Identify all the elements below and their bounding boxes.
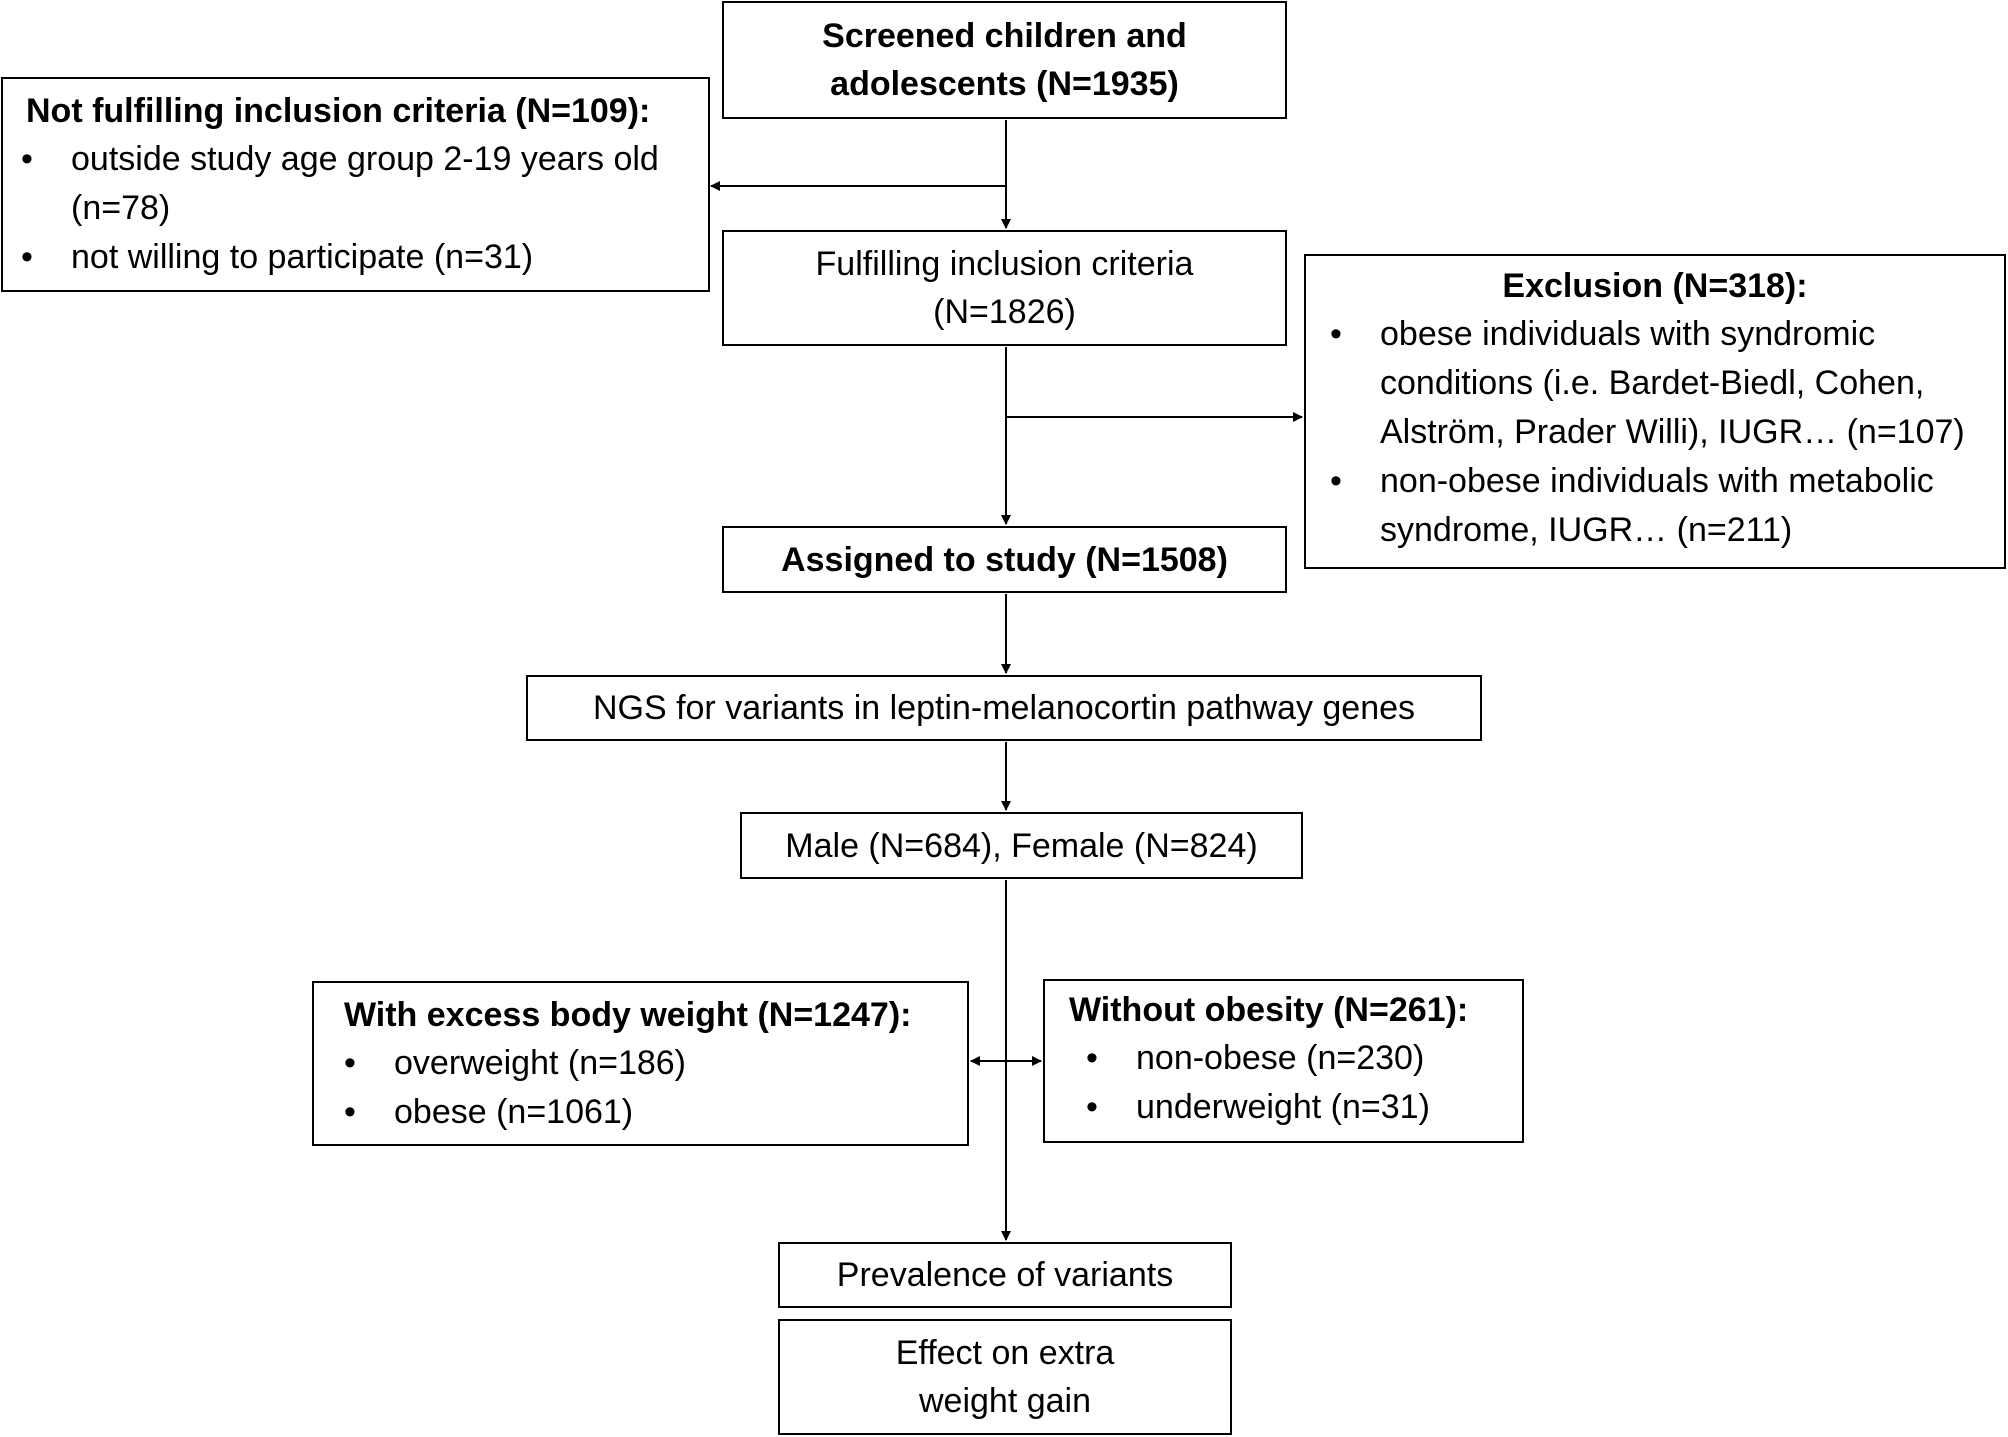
exclusion-title: Exclusion (N=318): [1502, 267, 1808, 305]
exclusion-item-obese: obese individuals with syndromic conditi… [1330, 310, 1996, 457]
exclusion-box: Exclusion (N=318): obese individuals wit… [1304, 254, 2006, 569]
excess-weight-title: With excess body weight (N=1247): [344, 996, 912, 1034]
sex-box: Male (N=684), Female (N=824) [740, 812, 1303, 879]
ngs-label: NGS for variants in leptin-melanocortin … [592, 689, 1416, 727]
ngs-box: NGS for variants in leptin-melanocortin … [526, 675, 1482, 741]
prevalence-label: Prevalence of variants [836, 1256, 1174, 1294]
screened-line-2: adolescents (N=1935) [830, 65, 1179, 103]
without-obesity-box: Without obesity (N=261): non-obese (n=23… [1043, 979, 1524, 1143]
without-item-underweight: underweight (n=31) [1086, 1083, 1512, 1132]
assigned-box: Assigned to study (N=1508) [722, 526, 1287, 593]
prevalence-box: Prevalence of variants [778, 1242, 1232, 1308]
fulfilling-box: Fulfilling inclusion criteria (N=1826) [722, 230, 1287, 346]
fulfilling-line-1: Fulfilling inclusion criteria [815, 245, 1194, 283]
not-fulfilling-item-unwilling: not willing to participate (n=31) [21, 233, 688, 282]
screened-line-1: Screened children and [822, 17, 1187, 55]
screened-box: Screened children and adolescents (N=193… [722, 1, 1287, 119]
not-fulfilling-list: outside study age group 2-19 years old (… [21, 135, 688, 282]
exclusion-list: obese individuals with syndromic conditi… [1314, 310, 1996, 555]
excess-weight-box: With excess body weight (N=1247): overwe… [312, 981, 969, 1146]
exclusion-item-non-obese: non-obese individuals with metabolic syn… [1330, 457, 1996, 555]
sex-label: Male (N=684), Female (N=824) [785, 826, 1258, 865]
not-fulfilling-box: Not fulfilling inclusion criteria (N=109… [1, 77, 710, 292]
effect-box: Effect on extra weight gain [778, 1319, 1232, 1435]
without-obesity-title: Without obesity (N=261): [1069, 991, 1469, 1029]
not-fulfilling-title: Not fulfilling inclusion criteria (N=109… [26, 92, 651, 130]
not-fulfilling-item-age: outside study age group 2-19 years old (… [21, 135, 688, 233]
without-obesity-list: non-obese (n=230) underweight (n=31) [1069, 1034, 1512, 1132]
fulfilling-line-2: (N=1826) [933, 293, 1076, 331]
effect-line-1: Effect on extra [895, 1334, 1115, 1372]
excess-weight-list: overweight (n=186) obese (n=1061) [344, 1039, 957, 1137]
effect-line-2: weight gain [918, 1382, 1091, 1420]
assigned-label: Assigned to study (N=1508) [781, 540, 1228, 579]
without-item-non-obese: non-obese (n=230) [1086, 1034, 1512, 1083]
excess-item-obese: obese (n=1061) [344, 1088, 957, 1137]
excess-item-overweight: overweight (n=186) [344, 1039, 957, 1088]
